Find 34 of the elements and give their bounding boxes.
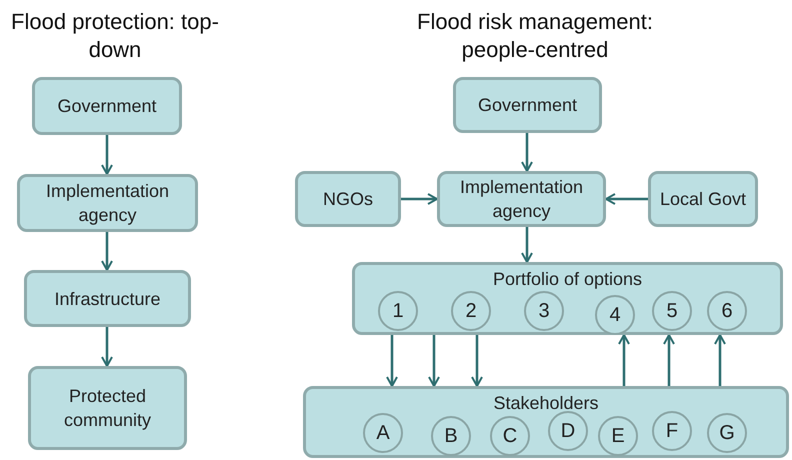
arrow [401,193,438,205]
process-box [437,171,606,227]
arrow [605,193,648,205]
heading: Flood risk management: people-centred [416,8,654,64]
arrow [663,334,675,386]
box-label: Local Govt [660,188,746,211]
heading: Flood protection: top-down [10,8,220,64]
arrow [386,335,398,387]
group-panel [303,386,789,458]
process-box [453,77,602,133]
arrow [101,327,113,367]
box-label: Protected community [62,385,152,432]
arrow [428,335,440,387]
arrow [101,232,113,271]
panel-title: Portfolio of options [492,268,642,291]
process-box [648,171,758,227]
process-box [24,270,191,327]
process-box [17,174,198,232]
box-label: Implementation agency [458,176,584,223]
arrow [471,335,483,387]
process-box [32,77,182,135]
group-panel [352,262,783,335]
box-label: Infrastructure [54,288,161,310]
box-label: Government [478,94,578,117]
box-label: NGOs [322,188,373,211]
process-box [295,171,401,227]
arrow [521,133,533,172]
box-label: Implementation agency [44,180,170,227]
arrow [101,135,113,175]
box-label: Government [57,95,157,118]
arrow [618,334,630,386]
process-box [28,366,187,450]
arrow [521,227,533,263]
arrow [714,334,726,386]
